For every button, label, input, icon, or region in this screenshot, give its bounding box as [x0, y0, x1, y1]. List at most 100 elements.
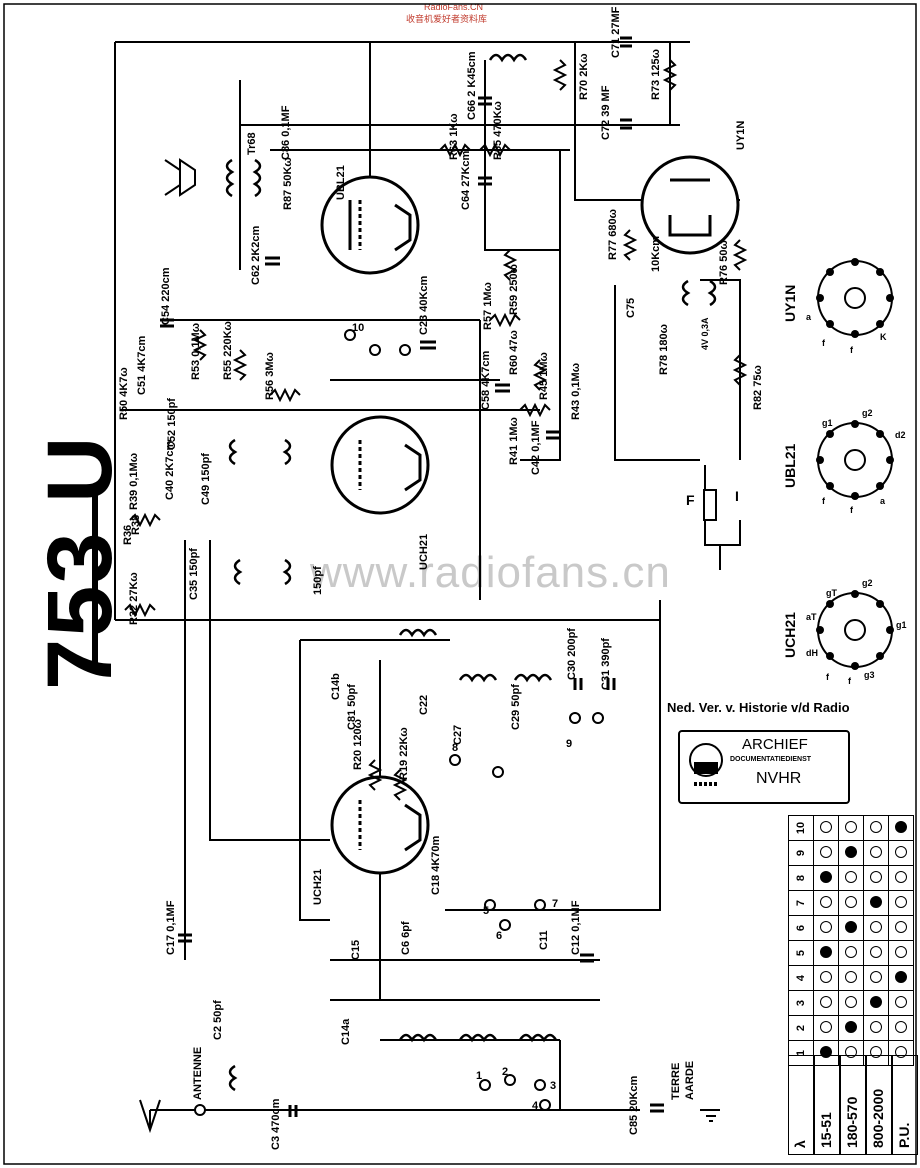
contact-open-dot — [895, 995, 907, 1008]
label-valve-uy1n: UY1N — [735, 120, 747, 150]
switch-cell — [813, 840, 839, 866]
switch-cell — [888, 1015, 914, 1041]
contact-open-dot — [845, 945, 857, 958]
label-r78: R78 180ω — [658, 324, 670, 375]
pin-uy1n-f2: f — [850, 345, 853, 355]
contact-7: 7 — [552, 898, 559, 910]
pin-ubl21-g2: g2 — [862, 408, 873, 418]
label-c62: C62 2K2cm — [250, 225, 262, 285]
switch-position-number: 5 — [788, 940, 814, 966]
label-c29: C29 50pf — [510, 684, 522, 730]
speaker — [164, 158, 196, 197]
contact-open-dot — [845, 870, 857, 883]
switch-cell — [888, 965, 914, 991]
label-r73: R73 125ω — [650, 49, 662, 100]
contact-3: 3 — [550, 1080, 557, 1092]
switch-cell — [838, 940, 864, 966]
contact-open-dot — [820, 845, 832, 858]
contact-closed-dot — [845, 920, 857, 933]
switch-cell — [838, 1015, 864, 1041]
contact-1: 1 — [476, 1070, 483, 1082]
switch-position-number: 4 — [788, 965, 814, 991]
contact-open-dot — [870, 945, 882, 958]
label-valve-ubl21: UBL21 — [335, 165, 347, 200]
contact-open-dot — [870, 920, 882, 933]
label-c64: C64 27Kcm — [460, 150, 472, 210]
switch-cell — [813, 865, 839, 891]
label-c71: C71 27MF — [610, 6, 622, 58]
switch-cell — [863, 990, 889, 1016]
contact-open-dot — [820, 920, 832, 933]
switch-cell — [888, 940, 914, 966]
label-antenna: ANTENNE — [192, 1046, 204, 1100]
label-r50: R50 4K7ω — [118, 367, 130, 420]
contact-open-dot — [820, 995, 832, 1008]
label-c31: C31 390pf — [600, 638, 612, 690]
contact-open-dot — [845, 995, 857, 1008]
switch-cell — [863, 865, 889, 891]
contact-open-dot — [895, 1045, 907, 1058]
label-c86: C86 0,1MF — [280, 105, 292, 160]
label-r87: R87 50Kω — [282, 157, 294, 210]
label-c14a: C14a — [340, 1018, 352, 1045]
contact-closed-dot — [845, 1020, 857, 1033]
contact-open-dot — [895, 845, 907, 858]
contact-closed-dot — [820, 945, 832, 958]
switch-row: 1 — [788, 1040, 914, 1066]
contact-open-dot — [895, 1020, 907, 1033]
contact-closed-dot — [870, 895, 882, 908]
label-r32: R32 27Kω — [128, 572, 140, 625]
switch-cell — [863, 940, 889, 966]
label-c34: 150pf — [312, 566, 324, 595]
label-r77: R77 680ω — [607, 209, 619, 260]
switch-cell — [813, 990, 839, 1016]
contact-closed-dot — [895, 970, 907, 983]
switch-position-number: 8 — [788, 865, 814, 891]
label-r20: R20 120ω — [352, 719, 364, 770]
contact-open-dot — [820, 820, 832, 833]
switch-row: 8 — [788, 865, 914, 891]
contact-closed-dot — [895, 820, 907, 833]
label-c3: C3 470cm — [270, 1098, 282, 1150]
contact-open-dot — [845, 820, 857, 833]
label-c77: 10Kcm — [650, 235, 662, 272]
band-lw: 800-2000 — [866, 1055, 892, 1155]
switch-row: 7 — [788, 890, 914, 916]
switch-row: 3 — [788, 990, 914, 1016]
contact-open-dot — [870, 845, 882, 858]
contact-open-dot — [820, 970, 832, 983]
switch-row: 5 — [788, 940, 914, 966]
band-pu: P.U. — [892, 1055, 918, 1155]
contact-10: 10 — [352, 322, 365, 334]
stamp-line3: NVHR — [756, 770, 802, 787]
switch-cell — [838, 815, 864, 841]
label-c75: C75 — [625, 297, 637, 318]
label-c2: C2 50pf — [212, 1000, 224, 1040]
label-c35: C35 150pf — [188, 548, 200, 600]
pin-ubl21-f1: f — [822, 496, 825, 506]
label-c30: C30 200pf — [566, 628, 578, 680]
pin-uch21-dh: dH — [806, 648, 818, 658]
switch-position-number: 10 — [788, 815, 814, 841]
contact-4: 4 — [532, 1100, 539, 1112]
pin-uch21-g2: g2 — [862, 578, 873, 588]
pin-ubl21-f2: f — [850, 505, 853, 515]
contact-open-dot — [845, 895, 857, 908]
switch-cell — [888, 890, 914, 916]
switch-cell — [813, 915, 839, 941]
credit-text: Ned. Ver. v. Historie v/d Radio — [667, 700, 850, 715]
label-fuse: F — [686, 492, 695, 508]
label-r41: R41 1Mω — [508, 417, 520, 465]
switch-cell — [838, 990, 864, 1016]
antenna-symbol — [139, 1099, 720, 1134]
contact-open-dot — [820, 895, 832, 908]
switch-cell — [838, 840, 864, 866]
switch-cell — [838, 890, 864, 916]
pin-uch21-g3: g3 — [864, 670, 875, 680]
contact-5: 5 — [483, 905, 490, 917]
contact-closed-dot — [820, 870, 832, 883]
label-lamp: 4V 0,3A — [700, 317, 710, 350]
label-mains-switch: I — [735, 488, 739, 504]
pin-uch21-f1: f — [826, 672, 829, 682]
label-c42: C42 0,1MF — [530, 420, 542, 475]
